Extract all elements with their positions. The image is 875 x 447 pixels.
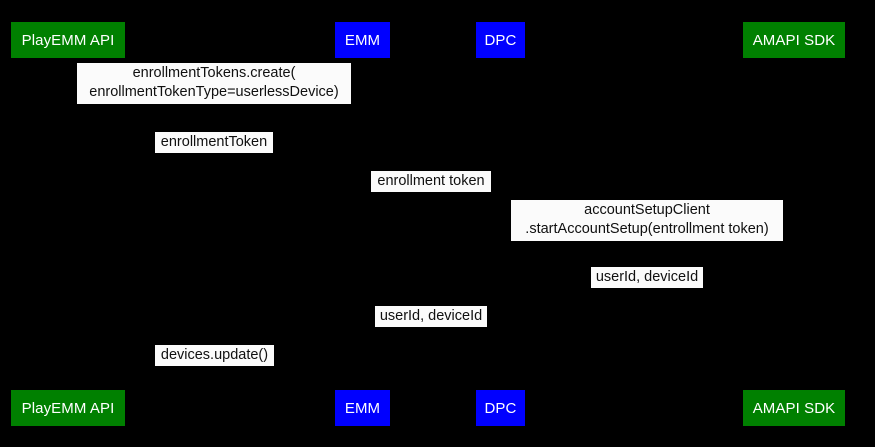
message-arrow-userid-deviceid-to-emm	[362, 332, 500, 333]
lifeline-amapi-sdk	[794, 58, 795, 390]
participant-playemm-api-top[interactable]: PlayEMM API	[11, 22, 125, 58]
participant-playemm-api-bottom[interactable]: PlayEMM API	[11, 390, 125, 426]
participant-label: AMAPI SDK	[752, 31, 836, 49]
participant-label: PlayEMM API	[21, 399, 115, 417]
participant-label: PlayEMM API	[21, 31, 115, 49]
message-label-enrollment-token-to-dpc: enrollment token	[371, 171, 491, 192]
participant-emm-bottom[interactable]: EMM	[335, 390, 390, 426]
message-label-enrollment-tokens-create: enrollmentTokens.create( enrollmentToken…	[77, 63, 351, 104]
participant-label: DPC	[484, 31, 517, 49]
participant-emm-top[interactable]: EMM	[335, 22, 390, 58]
message-arrow-start-account-setup	[500, 247, 794, 248]
participant-amapi-sdk-top[interactable]: AMAPI SDK	[743, 22, 845, 58]
message-arrow-devices-update	[68, 371, 362, 372]
participant-dpc-bottom[interactable]: DPC	[476, 390, 525, 426]
participant-label: EMM	[344, 399, 381, 417]
participant-label: DPC	[484, 399, 517, 417]
message-arrow-enrollment-token-to-dpc	[362, 196, 500, 197]
participant-dpc-top[interactable]: DPC	[476, 22, 525, 58]
message-label-start-account-setup: accountSetupClient .startAccountSetup(en…	[511, 200, 783, 241]
lifeline-emm	[362, 58, 363, 390]
lifeline-dpc	[500, 58, 501, 390]
message-arrow-userid-deviceid-to-dpc	[500, 293, 794, 294]
message-label-userid-deviceid-to-emm: userId, deviceId	[375, 306, 487, 327]
participant-label: EMM	[344, 31, 381, 49]
message-arrow-enrollment-token-response	[68, 158, 362, 159]
lifeline-playemm-api	[68, 58, 69, 390]
message-label-enrollment-token-response: enrollmentToken	[155, 132, 273, 153]
participant-amapi-sdk-bottom[interactable]: AMAPI SDK	[743, 390, 845, 426]
message-arrow-enrollment-tokens-create	[68, 110, 362, 111]
participant-label: AMAPI SDK	[752, 399, 836, 417]
message-label-devices-update: devices.update()	[155, 345, 274, 366]
message-label-userid-deviceid-to-dpc: userId, deviceId	[591, 267, 703, 288]
